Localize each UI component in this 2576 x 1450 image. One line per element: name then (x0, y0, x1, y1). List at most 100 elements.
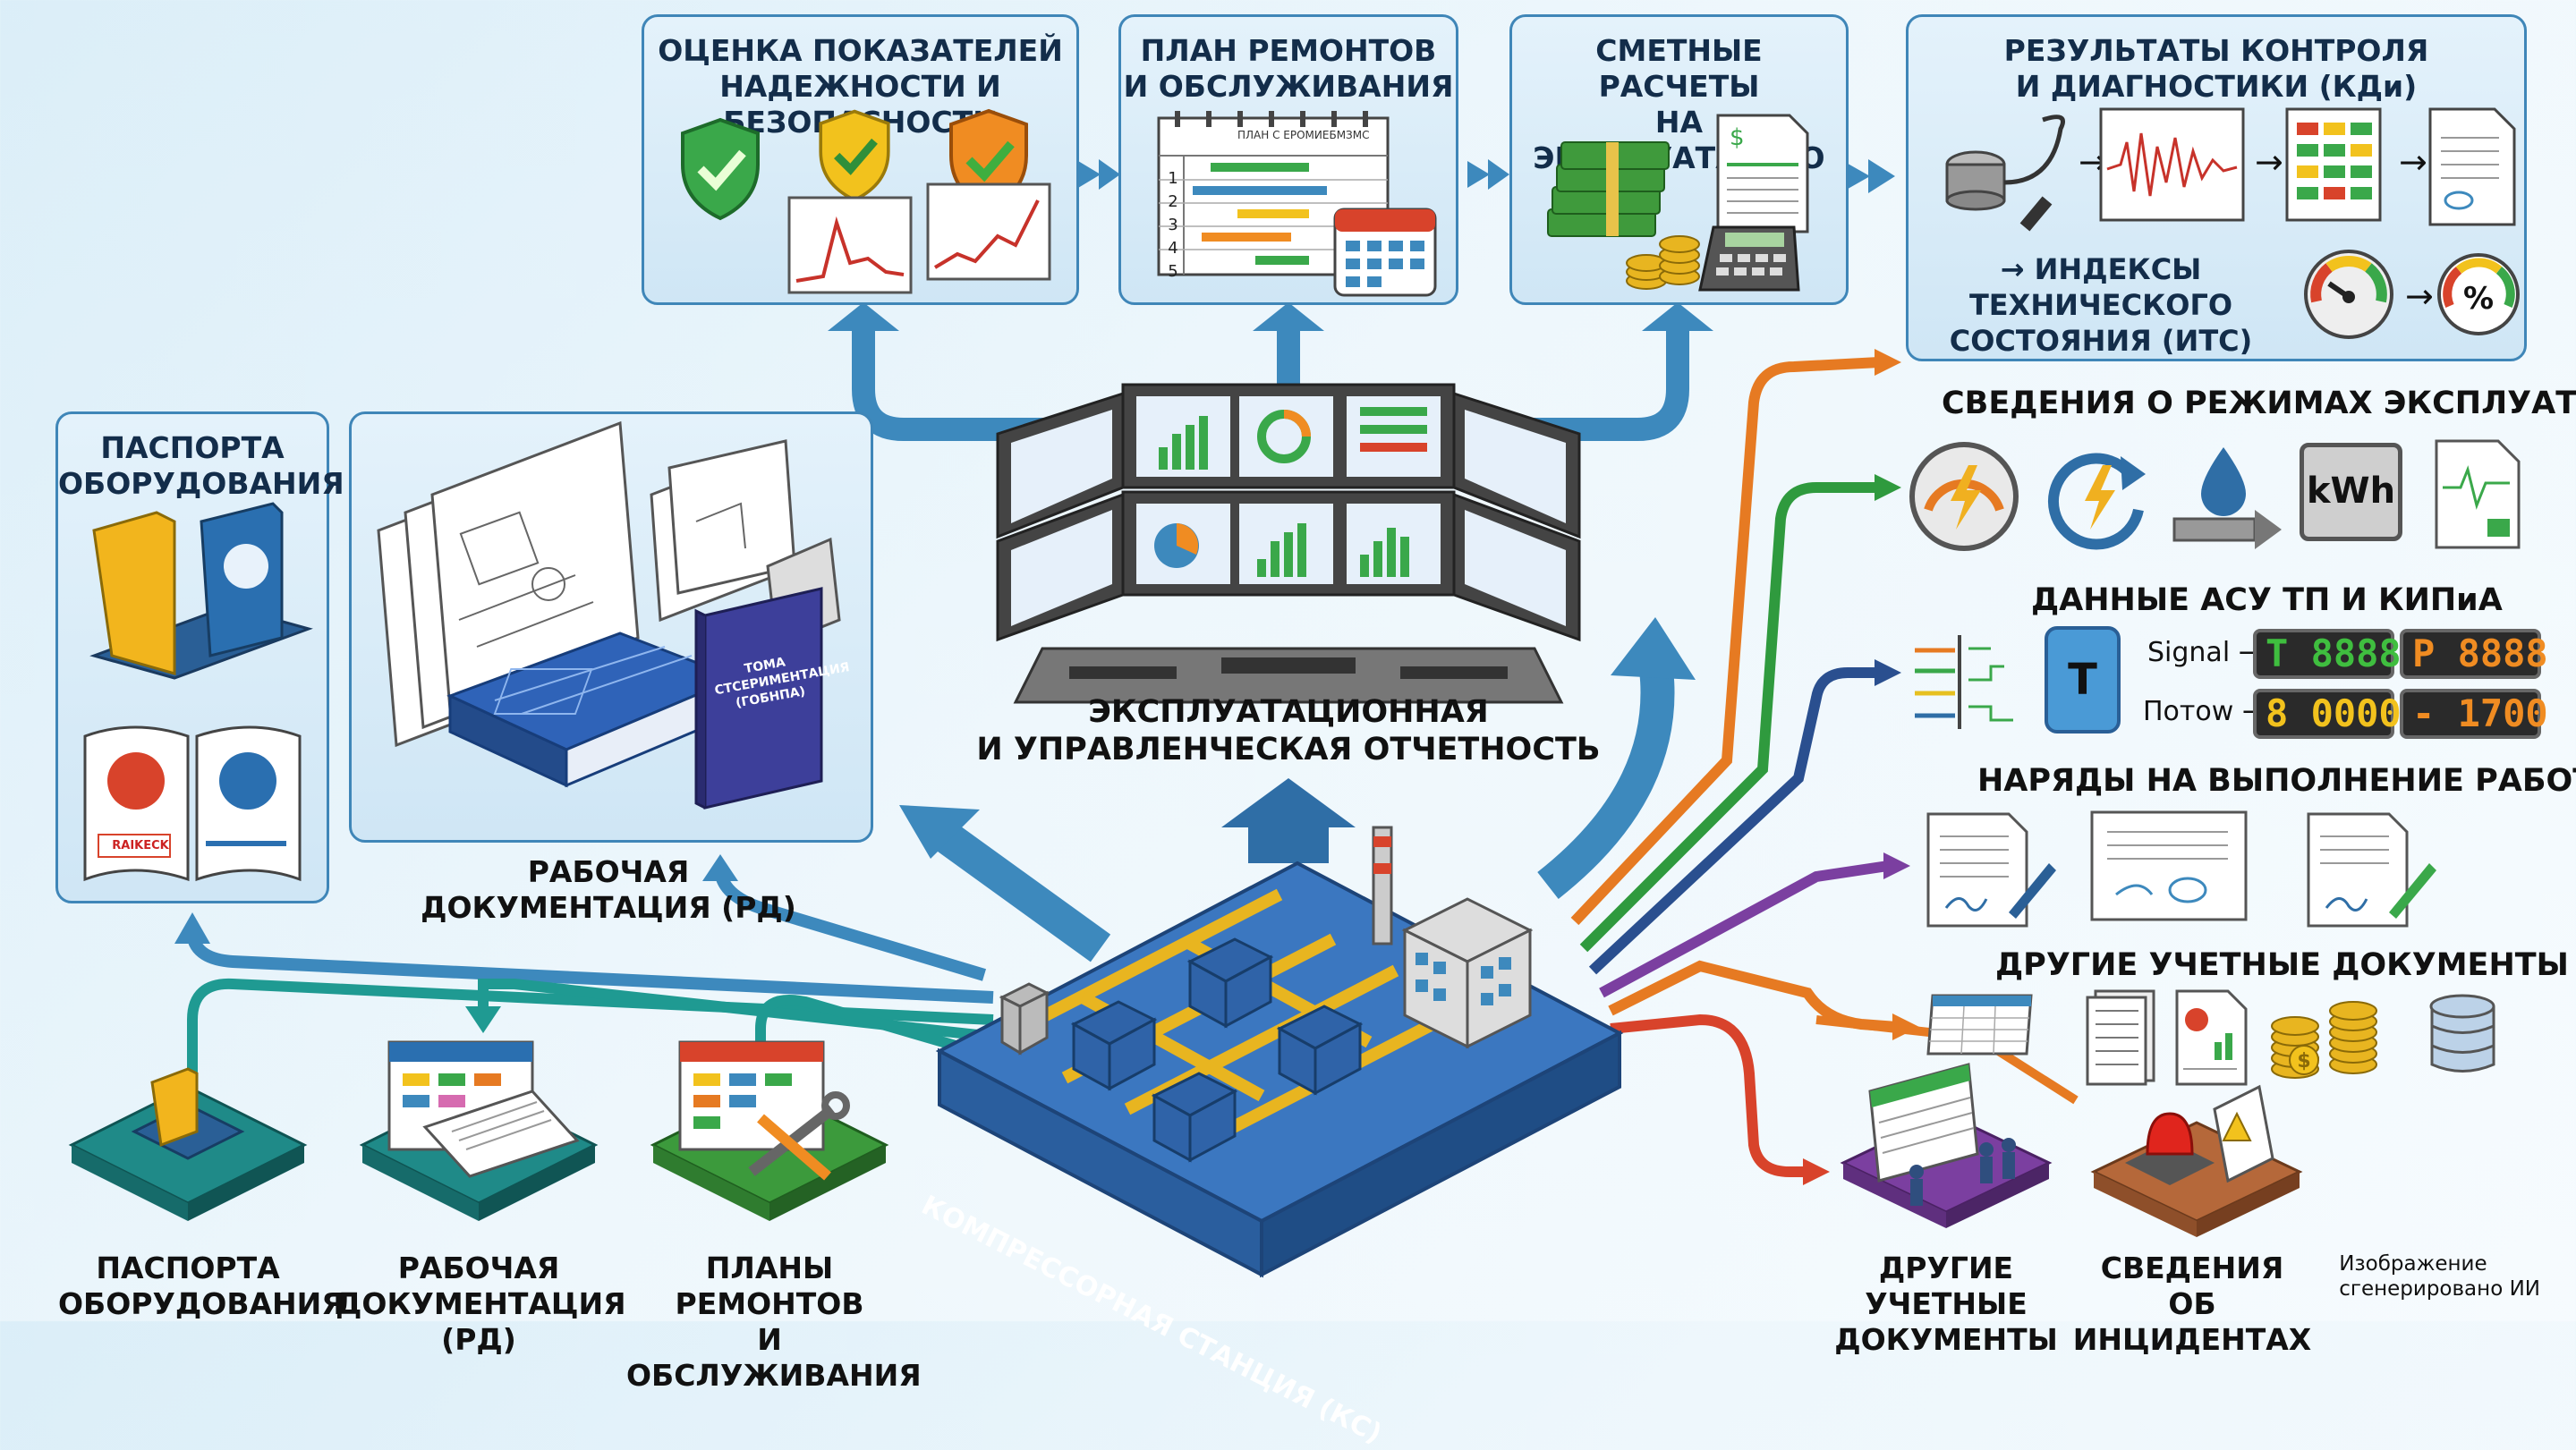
passport-books-icon (89, 502, 313, 680)
power-gauge-icon (1909, 442, 2019, 551)
reporting-label: ЭКСПЛУАТАЦИОННАЯ И УПРАВЛЕНЧЕСКАЯ ОТЧЕТН… (976, 694, 1601, 767)
arrow-station-to-reporting (1221, 778, 1356, 863)
arrow-station-to-docs (929, 818, 1111, 962)
signed-order-icon-1 (1926, 812, 2056, 928)
bottom-passports-label: ПАСПОРТА ОБОРУДОВАНИЯ (58, 1251, 344, 1321)
display-temperature: T 8888 (2253, 629, 2402, 679)
line-orange-2 (1608, 960, 1898, 1032)
arrow-glyph-3: → (2399, 142, 2427, 182)
waveform-chart-icon (2099, 107, 2245, 222)
kwh-meter-icon: kWh (2300, 443, 2402, 541)
kwh-label: kWh (2306, 471, 2396, 512)
panel-repair-plan: ПЛАН РЕМОНТОВ И ОБСЛУЖИВАНИЯ ПЛАН С ЕРОМ… (1118, 14, 1458, 305)
plan-row-1: 1 (1168, 169, 1178, 188)
status-table-icon (2285, 107, 2382, 222)
report-chart-icon (2175, 989, 2248, 1086)
line-purple (1599, 861, 1889, 998)
open-passport-icon (83, 725, 302, 882)
report-document-icon (2428, 107, 2516, 226)
modes-title: СВЕДЕНИЯ О РЕЖИМАХ ЭКСПЛУАТАЦИИ (1942, 386, 2576, 421)
working-docs-label: РАБОЧАЯ ДОКУМЕНТАЦИЯ (РД) (421, 854, 796, 925)
plan-row-5: 5 (1168, 262, 1178, 281)
chevron-3 (1843, 161, 1870, 191)
spreadsheet-icon (1926, 994, 2033, 1056)
panel-title-reliability: ОЦЕНКА ПОКАЗАТЕЛЕЙ НАДЕЖНОСТИ И БЕЗОПАСН… (658, 33, 1063, 140)
condition-gauge-icon (2304, 250, 2393, 339)
bottom-incidents-tile (2090, 1084, 2303, 1237)
plan-row-4: 4 (1168, 239, 1178, 258)
line-navy (1588, 667, 1879, 975)
certificate-icon (2090, 810, 2248, 921)
calendar-icon (1333, 208, 1437, 297)
bottom-incidents-label: СВЕДЕНИЯ ОБ ИНЦИДЕНТАХ (2072, 1251, 2312, 1357)
plan-row-2: 2 (1168, 192, 1178, 211)
sensor-bars-icon (1915, 635, 2013, 729)
svg-text:$: $ (1730, 124, 1745, 151)
bottom-other-docs-tile (1840, 1063, 2053, 1228)
panel-reliability: ОЦЕНКА ПОКАЗАТЕЛЕЙ НАДЕЖНОСТИ И БЕЗОПАСН… (642, 14, 1079, 305)
arrow-glyph-2: → (2255, 142, 2283, 182)
bottom-repair-plans-tile (650, 1040, 889, 1221)
panel-title-repair-plan: ПЛАН РЕМОНТОВ И ОБСЛУЖИВАНИЯ (1123, 33, 1454, 104)
energy-cycle-icon (2048, 453, 2146, 550)
panel-estimates: СМЕТНЫЕ РАСЧЕТЫ НА ЭКСПЛУАТАЦИЮ $ (1509, 14, 1849, 305)
line-red (1610, 1013, 1807, 1177)
chevron-1 (1078, 161, 1101, 188)
vibration-sensor-icon (1945, 114, 2065, 232)
display-value: - 1700 (2400, 689, 2548, 739)
shield-yellow-icon (819, 109, 890, 202)
signed-order-icon-2 (2307, 812, 2436, 928)
calculator-icon (1698, 225, 1800, 292)
svg-text:%: % (2463, 281, 2494, 317)
gas-pipe-icon (2172, 447, 2282, 549)
shield-green-icon (681, 117, 760, 221)
bottom-working-docs-tile (359, 1040, 599, 1221)
ecg-document-icon (2435, 439, 2521, 549)
panel-title-passports: ПАСПОРТА ОБОРУДОВАНИЯ (58, 430, 344, 501)
display-pressure: P 8888 (2400, 629, 2548, 679)
plan-sheet-title: ПЛАН С ЕРОМИЕБМЗМС (1237, 129, 1370, 141)
chevron-2 (1467, 161, 1490, 188)
temperature-tile: T (2045, 626, 2121, 733)
line-green (1579, 482, 1879, 953)
asu-title: ДАННЫЕ АСУ ТП И КИПиА (2031, 582, 2503, 618)
bottom-passport-tile (68, 1067, 308, 1221)
line-orange (1570, 357, 1880, 926)
coin-stacks-icon: $ (2271, 1001, 2377, 1079)
panel-passports: ПАСПОРТА ОБОРУДОВАНИЯ RAIKECK (55, 411, 344, 903)
money-stack-icon (1547, 141, 1670, 237)
flow-label: Потоw → (2143, 696, 2265, 727)
panel-working-docs: ТОМА СТСЕРИМЕНТАЦИЯ (ГОБНПА) (349, 411, 873, 843)
passport-tag: RAIKECK (112, 839, 169, 852)
manual-book-icon (694, 587, 823, 810)
percent-gauge-icon: % (2437, 253, 2520, 335)
bottom-repair-plans-label: ПЛАНЫ РЕМОНТОВ И ОБСЛУЖИВАНИЯ (626, 1251, 922, 1393)
compressor-station-platform (935, 826, 1624, 1278)
blueprint-book-icon (446, 632, 741, 788)
control-room-monitors (996, 383, 1581, 704)
bottom-other-docs-label: ДРУГИЕ УЧЕТНЫЕ ДОКУМЕНТЫ (1834, 1251, 2058, 1357)
arrow-to-estimates (1467, 322, 1689, 441)
plan-row-3: 3 (1168, 216, 1178, 234)
bottom-working-docs-label: РАБОЧАЯ ДОКУМЕНТАЦИЯ (РД) (336, 1251, 626, 1357)
arrow-station-to-monitor (1537, 659, 1675, 899)
arrow-glyph-4: → (2405, 276, 2434, 316)
its-label: → ИНДЕКСЫ ТЕХНИЧЕСКОГО СОСТОЯНИЯ (ИТС) (1949, 252, 2253, 358)
svg-text:$: $ (2297, 1050, 2310, 1073)
plan-row-labels: 1 2 3 4 5 (1164, 167, 1182, 284)
temperature-label: T (2068, 655, 2097, 705)
signal-label: Signal → (2147, 637, 2261, 668)
form-stack-icon (2086, 989, 2155, 1086)
other-docs-title: ДРУГИЕ УЧЕТНЫЕ ДОКУМЕНТЫ (1995, 947, 2569, 983)
arrow-to-reliability (852, 322, 1127, 441)
reliability-chart-icon (787, 196, 913, 294)
estimate-document-icon: $ (1716, 114, 1809, 233)
flow-connectors (174, 159, 2079, 1185)
trend-chart-icon (926, 182, 1051, 281)
panel-diagnostics: РЕЗУЛЬТАТЫ КОНТРОЛЯ И ДИАГНОСТИКИ (КДи) … (1906, 14, 2527, 361)
ai-generated-note: Изображение сгенерировано ИИ (2339, 1252, 2540, 1301)
display-flow: 8 0000 (2253, 689, 2402, 739)
work-orders-title: НАРЯДЫ НА ВЫПОЛНЕНИЕ РАБОТ (1977, 763, 2576, 799)
coins-icon (1626, 235, 1700, 290)
database-icon (2429, 994, 2495, 1073)
